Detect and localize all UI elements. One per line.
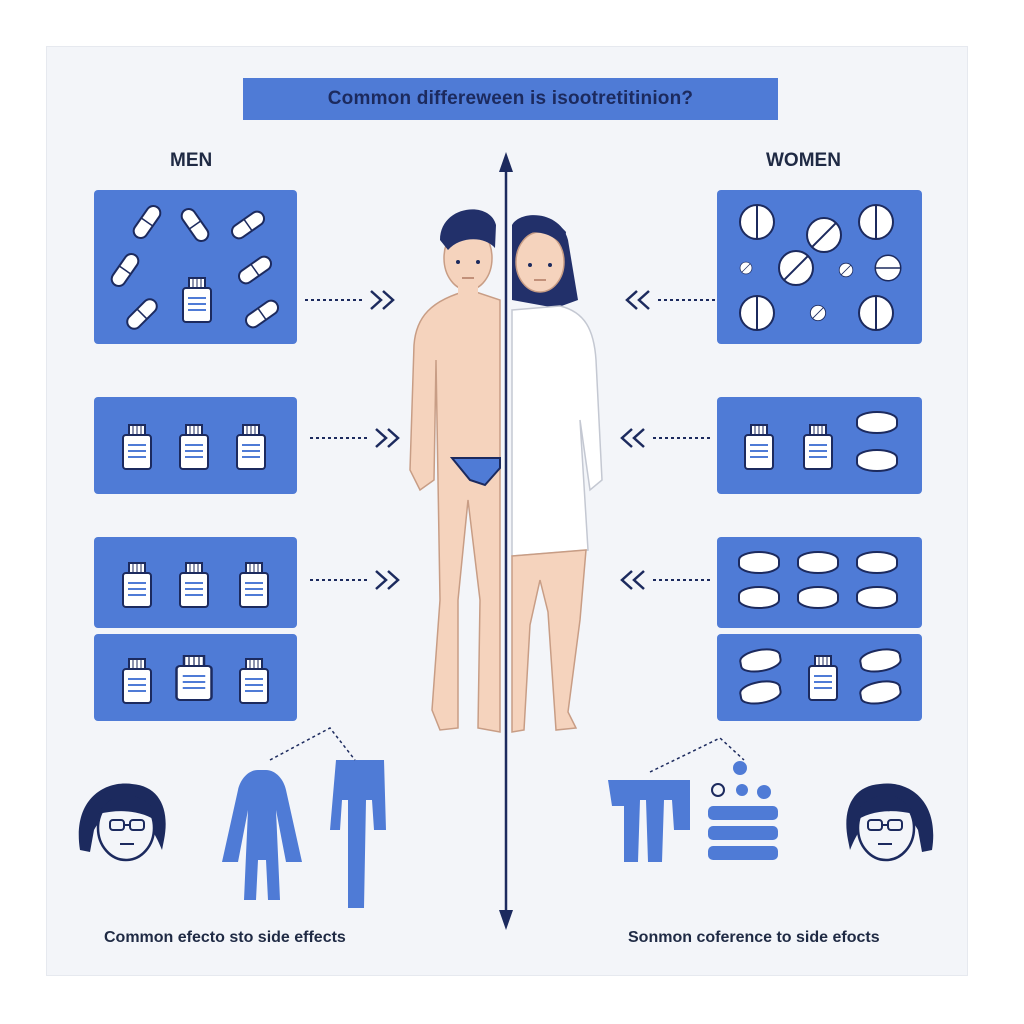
men-label: MEN bbox=[170, 150, 213, 171]
arrow-left-icon bbox=[620, 569, 712, 591]
capsule-icon bbox=[129, 202, 165, 242]
capsule-icon bbox=[242, 296, 282, 332]
disc-icon bbox=[737, 677, 783, 708]
arrow-left-icon bbox=[620, 427, 712, 449]
bottle-icon bbox=[179, 562, 209, 608]
bottle-icon bbox=[239, 658, 269, 704]
women-label: WOMEN bbox=[766, 150, 841, 171]
person-glasses-icon bbox=[78, 783, 166, 862]
dress-icon bbox=[222, 770, 302, 900]
disc-icon bbox=[797, 586, 839, 609]
disc-icon bbox=[856, 449, 898, 472]
capsule-icon bbox=[177, 205, 213, 245]
bottle-icon bbox=[175, 654, 213, 702]
disc-icon bbox=[857, 677, 903, 708]
arrow-right-icon bbox=[308, 427, 400, 449]
bottle-icon bbox=[239, 562, 269, 608]
tablet-icon bbox=[874, 254, 902, 282]
arrow-left-icon bbox=[625, 289, 717, 311]
disc-icon bbox=[856, 551, 898, 574]
disc-icon bbox=[738, 586, 780, 609]
tablet-icon bbox=[858, 204, 894, 240]
connector-dashed-icon bbox=[649, 737, 745, 773]
capsule-icon bbox=[123, 295, 161, 333]
bottle-icon bbox=[803, 424, 833, 470]
tablet-icon bbox=[739, 204, 775, 240]
disc-icon bbox=[856, 586, 898, 609]
arrow-right-icon bbox=[308, 569, 400, 591]
center-divider-icon bbox=[499, 152, 513, 930]
bottle-icon bbox=[808, 655, 838, 701]
disc-icon bbox=[857, 645, 903, 676]
tablet-icon bbox=[739, 295, 775, 331]
bottle-icon bbox=[122, 562, 152, 608]
tablet-icon bbox=[770, 242, 822, 294]
connector-dashed-icon bbox=[269, 727, 356, 761]
right-caption: Sonmon coference to side efocts bbox=[628, 929, 880, 946]
bubbles-icon bbox=[711, 761, 771, 799]
capsule-icon bbox=[228, 207, 268, 243]
bottle-icon bbox=[179, 424, 209, 470]
person-glasses-icon bbox=[846, 783, 934, 862]
bottle-icon bbox=[236, 424, 266, 470]
stacked-items-icon bbox=[708, 806, 778, 860]
woman-figure-icon bbox=[511, 215, 603, 733]
tablet-icon bbox=[858, 295, 894, 331]
tablet-icon bbox=[835, 259, 857, 281]
left-caption: Common efecto sto side effects bbox=[104, 929, 346, 946]
disc-icon bbox=[737, 645, 783, 676]
bottle-icon bbox=[744, 424, 774, 470]
bottle-icon bbox=[182, 277, 212, 323]
tablet-icon bbox=[798, 209, 850, 261]
capsule-icon bbox=[107, 250, 143, 290]
man-figure-icon bbox=[409, 209, 501, 733]
capsule-icon bbox=[235, 252, 275, 288]
shirt-icon bbox=[608, 780, 690, 862]
infographic-title: Common differeween is isootretitinion? bbox=[243, 78, 778, 120]
shirt-icon bbox=[330, 760, 386, 908]
bottle-icon bbox=[122, 424, 152, 470]
tablet-icon bbox=[737, 259, 755, 277]
disc-icon bbox=[856, 411, 898, 434]
disc-icon bbox=[738, 551, 780, 574]
tablet-icon bbox=[806, 301, 830, 325]
bottle-icon bbox=[122, 658, 152, 704]
arrow-right-icon bbox=[303, 289, 395, 311]
disc-icon bbox=[797, 551, 839, 574]
